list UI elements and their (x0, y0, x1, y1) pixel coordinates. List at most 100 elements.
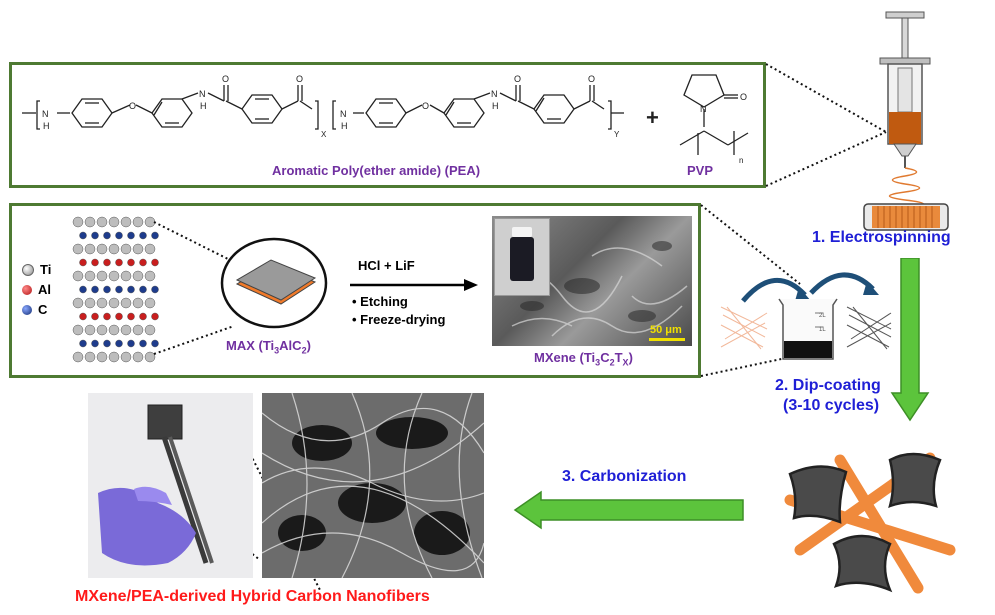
lattice-atom-ti (144, 270, 156, 282)
lattice-atom-ti (84, 297, 96, 309)
lattice-atom-c (91, 339, 99, 348)
lattice-atom-c (103, 285, 111, 294)
step-freeze-drying: • Freeze-drying (352, 312, 446, 327)
lattice-atom-al (115, 312, 123, 321)
lattice-atom-ti (96, 297, 108, 309)
subscript-x: X (321, 130, 327, 139)
scale-bar (649, 338, 685, 341)
max-crystal-lattice (72, 216, 159, 363)
lattice-atom-ti (144, 324, 156, 336)
al-label: Al (38, 282, 51, 297)
lattice-atom-ti (132, 351, 144, 363)
polymer-panel: N H O N H O O X N H O N H O O Y N O n + … (9, 62, 766, 188)
lattice-atom-c (79, 231, 87, 240)
mxene-sem-image: 50 μm (492, 216, 692, 346)
amine-h-2: H (341, 121, 348, 131)
lattice-atom-ti (72, 324, 84, 336)
lattice-atom-al (91, 258, 99, 267)
lattice-atom-ti (144, 297, 156, 309)
ether-o-1: O (129, 101, 136, 111)
amine-h-1: H (43, 121, 50, 131)
lattice-atom-ti (72, 297, 84, 309)
lattice-atom-c (127, 285, 135, 294)
lattice-atom-al (127, 312, 135, 321)
c-label: C (38, 302, 48, 317)
ether-o-2: O (422, 101, 429, 111)
lattice-atom-ti (120, 270, 132, 282)
lattice-atom-ti (120, 324, 132, 336)
max-label: MAX (Ti3AlC2) (226, 338, 311, 356)
lattice-atom-ti (72, 216, 84, 228)
lattice-atom-ti (72, 243, 84, 255)
lattice-atom-c (139, 339, 147, 348)
lattice-atom-al (139, 258, 147, 267)
vial-cap (512, 227, 532, 237)
lattice-atom-c (115, 231, 123, 240)
lattice-atom-c (151, 231, 159, 240)
amine-n-1: N (42, 109, 49, 119)
lattice-atom-ti (120, 351, 132, 363)
subscript-y: Y (614, 130, 620, 139)
carbonyl-o-3: O (514, 74, 521, 84)
lattice-atom-c (139, 285, 147, 294)
lattice-atom-al (103, 312, 111, 321)
amide-h-2: H (492, 101, 499, 111)
lattice-atom-al (151, 312, 159, 321)
step-2-label: 2. Dip-coating (3-10 cycles) (775, 376, 881, 416)
beaker-mark-2l: 2L (819, 313, 826, 319)
pea-label: Aromatic Poly(ether amide) (PEA) (272, 163, 481, 178)
pvp-o: O (740, 92, 747, 102)
lattice-atom-ti (72, 351, 84, 363)
left-arrow-green (513, 490, 744, 530)
lattice-atom-ti (84, 216, 96, 228)
plus-sign: + (646, 105, 659, 130)
atom-legend: Ti Al C (22, 262, 67, 317)
lattice-atom-c (79, 339, 87, 348)
lattice-atom-ti (84, 243, 96, 255)
lattice-atom-ti (120, 243, 132, 255)
beaker-mark-1l: 1L (819, 327, 826, 333)
carbonyl-o-2: O (296, 74, 303, 84)
step-2-line2: (3-10 cycles) (783, 397, 880, 414)
vial-inset-photo (494, 218, 550, 296)
down-arrow-green (890, 258, 930, 422)
lattice-atom-ti (96, 243, 108, 255)
lattice-atom-al (91, 312, 99, 321)
lattice-atom-ti (84, 270, 96, 282)
lattice-atom-c (115, 285, 123, 294)
lattice-atom-ti (132, 297, 144, 309)
lattice-atom-ti (120, 216, 132, 228)
lattice-atom-ti (84, 324, 96, 336)
reagent-label: HCl + LiF (358, 258, 415, 273)
lattice-atom-c (91, 285, 99, 294)
amide-h-1: H (200, 101, 207, 111)
step-1-label: 1. Electrospinning (812, 229, 951, 246)
lattice-atom-ti (84, 351, 96, 363)
lattice-atom-ti (144, 216, 156, 228)
mxene-panel: Ti Al C MAX (Ti3AlC2) HCl + LiF • Etchin… (9, 203, 701, 378)
pea-pvp-structures: N H O N H O O X N H O N H O O Y N O n + (22, 74, 749, 165)
lattice-atom-al (79, 312, 87, 321)
carbon-nanofiber-sem-image (262, 393, 484, 578)
lattice-atom-al (79, 258, 87, 267)
lattice-atom-ti (72, 270, 84, 282)
pvp-n: N (700, 104, 707, 114)
syringe-electrospinning-icon (863, 11, 949, 231)
sample-hand-photo (88, 393, 253, 578)
lattice-atom-ti (96, 270, 108, 282)
lattice-atom-c (139, 231, 147, 240)
lattice-atom-ti (132, 243, 144, 255)
lattice-atom-c (103, 231, 111, 240)
ti-atom-icon (22, 263, 34, 276)
lattice-atom-ti (144, 243, 156, 255)
step-3-label: 3. Carbonization (562, 468, 687, 485)
scale-bar-label: 50 μm (650, 324, 682, 336)
carbonyl-o-4: O (588, 74, 595, 84)
lattice-atom-ti (96, 216, 108, 228)
lattice-atom-c (103, 339, 111, 348)
amide-n-2: N (491, 89, 498, 99)
lattice-atom-ti (132, 216, 144, 228)
ti-label: Ti (40, 262, 52, 277)
lattice-atom-al (115, 258, 123, 267)
carbonyl-o-1: O (222, 74, 229, 84)
